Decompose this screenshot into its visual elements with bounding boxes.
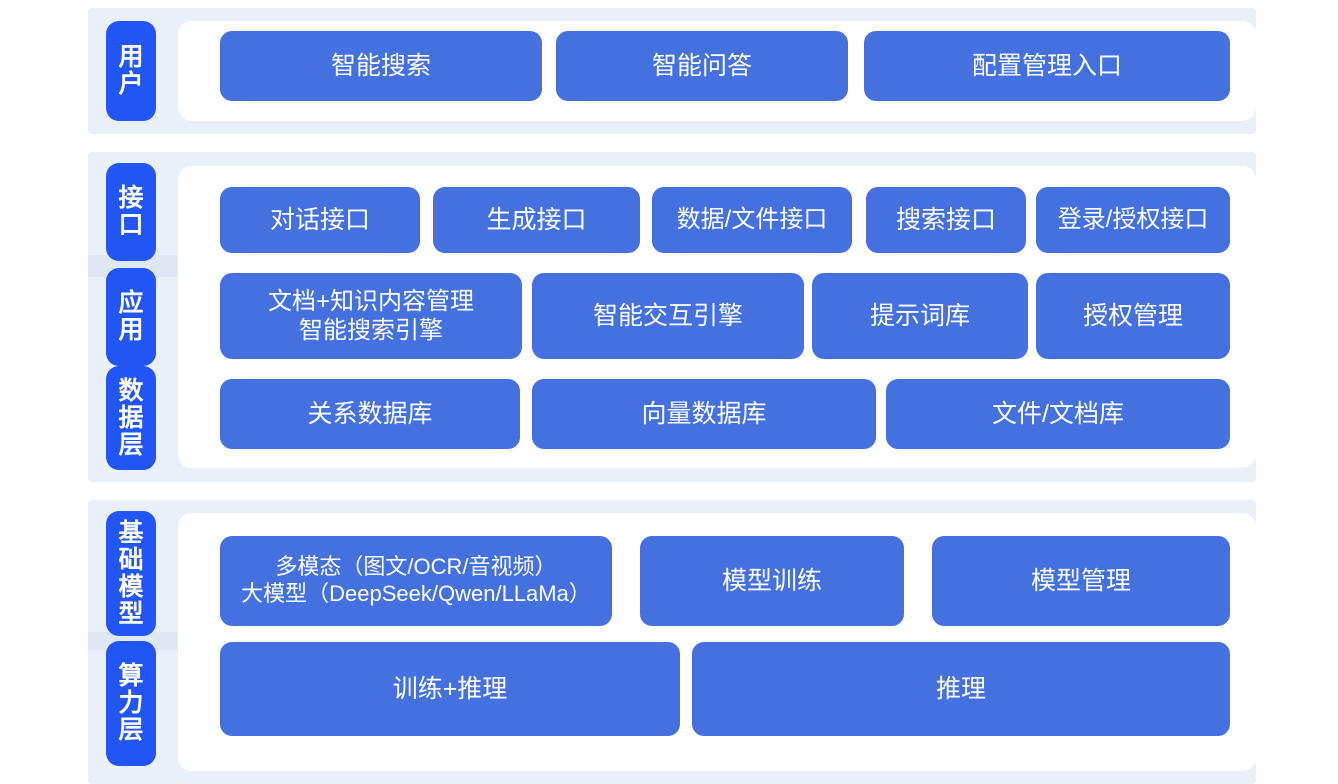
side-label-data: 数据层 — [106, 366, 156, 470]
card-compute-1[interactable]: 推理 — [692, 642, 1230, 736]
side-label-user-text: 用户 — [118, 43, 144, 98]
card-data-2[interactable]: 文件/文档库 — [886, 379, 1230, 449]
card-compute-0[interactable]: 训练+推理 — [220, 642, 680, 736]
card-user-1[interactable]: 智能问答 — [556, 31, 848, 101]
side-label-interface: 接口 — [106, 163, 156, 261]
side-label-foundation-model: 基础模型 — [106, 511, 156, 636]
side-label-compute: 算力层 — [106, 641, 156, 766]
card-data-1[interactable]: 向量数据库 — [532, 379, 876, 449]
side-label-compute-text: 算力层 — [118, 662, 144, 744]
card-interface-4[interactable]: 登录/授权接口 — [1036, 187, 1230, 253]
card-application-1[interactable]: 智能交互引擎 — [532, 273, 804, 359]
side-label-interface-text: 接口 — [118, 184, 144, 239]
card-application-3[interactable]: 授权管理 — [1036, 273, 1230, 359]
card-user-0[interactable]: 智能搜索 — [220, 31, 542, 101]
card-user-2[interactable]: 配置管理入口 — [864, 31, 1230, 101]
card-data-0[interactable]: 关系数据库 — [220, 379, 520, 449]
card-interface-2[interactable]: 数据/文件接口 — [652, 187, 852, 253]
card-model-1[interactable]: 模型训练 — [640, 536, 904, 626]
side-label-application-text: 应用 — [118, 289, 144, 344]
side-label-foundation-model-text: 基础模型 — [118, 518, 144, 628]
side-label-application: 应用 — [106, 268, 156, 366]
card-model-2[interactable]: 模型管理 — [932, 536, 1230, 626]
card-interface-0[interactable]: 对话接口 — [220, 187, 420, 253]
card-application-2[interactable]: 提示词库 — [812, 273, 1028, 359]
card-application-0[interactable]: 文档+知识内容管理 智能搜索引擎 — [220, 273, 522, 359]
card-interface-3[interactable]: 搜索接口 — [866, 187, 1026, 253]
side-label-user: 用户 — [106, 21, 156, 121]
side-label-data-text: 数据层 — [118, 376, 144, 459]
card-interface-1[interactable]: 生成接口 — [433, 187, 640, 253]
card-model-0[interactable]: 多模态（图文/OCR/音视频） 大模型（DeepSeek/Qwen/LLaMa） — [220, 536, 612, 626]
